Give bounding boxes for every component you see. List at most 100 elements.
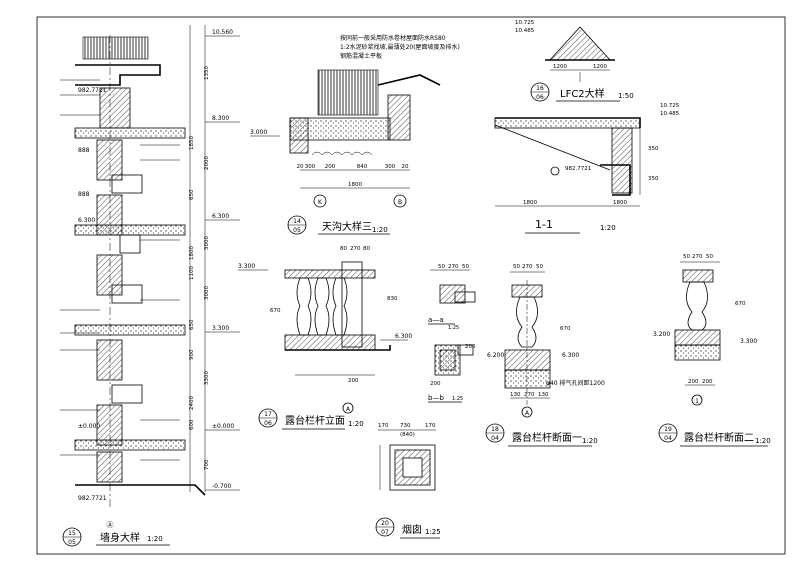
svg-text:3.300: 3.300: [740, 338, 757, 345]
svg-text:50: 50: [438, 264, 445, 270]
svg-text:200: 200: [702, 379, 713, 385]
svg-text:50: 50: [706, 254, 713, 260]
svg-text:B: B: [398, 199, 402, 206]
svg-text:130: 130: [538, 392, 549, 398]
svg-text:1200: 1200: [593, 64, 607, 70]
wall-dimension: 2000: [204, 156, 210, 170]
sec1-baluster: [516, 296, 538, 348]
chimney-detail: 170 730 170 (840) 20 07 烟囱 1:25: [375, 423, 441, 539]
svg-text:270: 270: [448, 264, 459, 270]
wall-slab-3: [74, 324, 186, 336]
wall-dimension: 3000: [204, 286, 210, 300]
wall-dimension: 3300: [204, 371, 210, 385]
svg-text:200: 200: [430, 381, 441, 387]
wall-level: 10.560: [212, 29, 233, 36]
wall-dimension: 600: [189, 419, 195, 430]
svg-text:50: 50: [683, 254, 690, 260]
svg-text:6.300: 6.300: [562, 352, 579, 359]
svg-text:06: 06: [264, 420, 272, 427]
rail-base: [284, 334, 376, 351]
gutter-wall: [387, 94, 411, 141]
svg-text:830: 830: [387, 296, 398, 302]
svg-text:1:25: 1:25: [448, 325, 459, 331]
wall-detail: 1350200030003000330070018506501100650240…: [60, 25, 240, 547]
sec2-baluster: [686, 281, 708, 331]
lfc2-detail: 10.725 10.485 1200 1200 16 06 LFC2大样 1:5…: [515, 20, 634, 102]
lfc2-pediment: [549, 26, 611, 61]
gutter-slope: [377, 74, 441, 86]
svg-text:04: 04: [664, 435, 672, 442]
gutter-roof: [317, 69, 379, 116]
lfc2-scale: 1:50: [618, 92, 634, 100]
svg-text:270: 270: [524, 392, 535, 398]
svg-text:130: 130: [510, 392, 521, 398]
wall-parapet: [99, 87, 131, 129]
gutter-note-1: 按同前一般采用防水卷材屋面防水RS80: [340, 34, 446, 42]
svg-text:6.300: 6.300: [395, 333, 412, 340]
wall-dimension: 1850: [189, 136, 195, 150]
railing-elevation: 3.300 6.300 80 270 80 670 830 200 A 17 0…: [238, 246, 412, 430]
small-sections: 50 270 50 a—a 1:25 200 200 b—b 1:25: [428, 264, 476, 403]
railing-section-1: 50 270 50 6.200 6.300 φ40 排气孔间距1200 670 …: [485, 264, 605, 447]
railing-section-2: 50 270 50 3.200 3.300 670 200 200 1 19 0…: [653, 254, 771, 447]
svg-text:1800: 1800: [613, 200, 627, 206]
svg-text:K: K: [318, 199, 323, 206]
gutter-dimension: 1800: [348, 182, 362, 188]
sec1-note: φ40 排气孔间距1200: [546, 379, 605, 387]
chimney-scale: 1:25: [425, 528, 441, 536]
svg-text:350: 350: [648, 146, 659, 152]
rail-elev-scale: 1:20: [348, 420, 364, 428]
svg-text:170: 170: [425, 423, 436, 429]
gutter-level: 3.000: [250, 129, 267, 136]
gutter-detail-title: 天沟大样三: [322, 220, 372, 233]
wall-dimension: 2400: [189, 396, 195, 410]
rail-handrail: [284, 269, 376, 279]
section-slab: [494, 117, 641, 129]
svg-text:16: 16: [536, 85, 544, 92]
svg-text:Ⓐ: Ⓐ: [107, 521, 114, 529]
svg-text:670: 670: [560, 326, 571, 332]
baluster: [314, 277, 330, 336]
section-title: 1-1: [535, 218, 553, 231]
svg-text:05: 05: [293, 227, 301, 234]
svg-text:A: A: [525, 410, 530, 417]
gutter-axis-b: [393, 194, 407, 208]
svg-text:170: 170: [378, 423, 389, 429]
wall-level: ±0.000: [212, 423, 234, 430]
svg-text:270: 270: [692, 254, 703, 260]
wall-segment-1: [96, 139, 123, 181]
wall-left-label: 982.7721: [78, 87, 107, 94]
svg-text:670: 670: [270, 308, 281, 314]
gutter-dimension: 20: [297, 164, 304, 170]
svg-text:730: 730: [400, 423, 411, 429]
svg-text:10.725: 10.725: [660, 103, 680, 109]
svg-text:3.300: 3.300: [238, 263, 255, 270]
wall-dimension: 900: [189, 349, 195, 360]
gutter-note-3: 钢筋混凝土平板: [340, 52, 382, 60]
svg-text:80: 80: [340, 246, 347, 252]
wall-left-label: 888: [78, 191, 90, 198]
svg-text:10.485: 10.485: [660, 111, 680, 117]
wall-slab-2: [74, 224, 186, 236]
svg-text:19: 19: [664, 426, 672, 433]
wall-left-label: 6.300: [78, 217, 95, 224]
wall-level: 8.300: [212, 115, 229, 122]
svg-text:17: 17: [264, 411, 272, 418]
gutter-note-2: 1:2水泥砂浆找坡,最薄处20(屋面坡度及排水): [340, 43, 460, 51]
gutter-detail-scale: 1:20: [372, 226, 388, 234]
rail-sec1-title: 露台栏杆断面一: [512, 431, 582, 444]
sheet-border: [36, 16, 786, 555]
gutter-detail: 按同前一般采用防水卷材屋面防水RS80 1:2水泥砂浆找坡,最薄处20(屋面坡度…: [250, 34, 460, 235]
wall-ground: [75, 484, 206, 496]
rail-sec2-scale: 1:20: [755, 437, 771, 445]
wall-level: 3.300: [212, 325, 229, 332]
svg-text:670: 670: [735, 301, 746, 307]
wall-eave: [75, 64, 161, 86]
svg-text:200: 200: [465, 344, 476, 350]
svg-text:350: 350: [648, 176, 659, 182]
wall-window-1: [111, 174, 143, 194]
svg-text:1200: 1200: [553, 64, 567, 70]
svg-text:3.200: 3.200: [653, 331, 670, 338]
svg-text:270: 270: [522, 264, 533, 270]
